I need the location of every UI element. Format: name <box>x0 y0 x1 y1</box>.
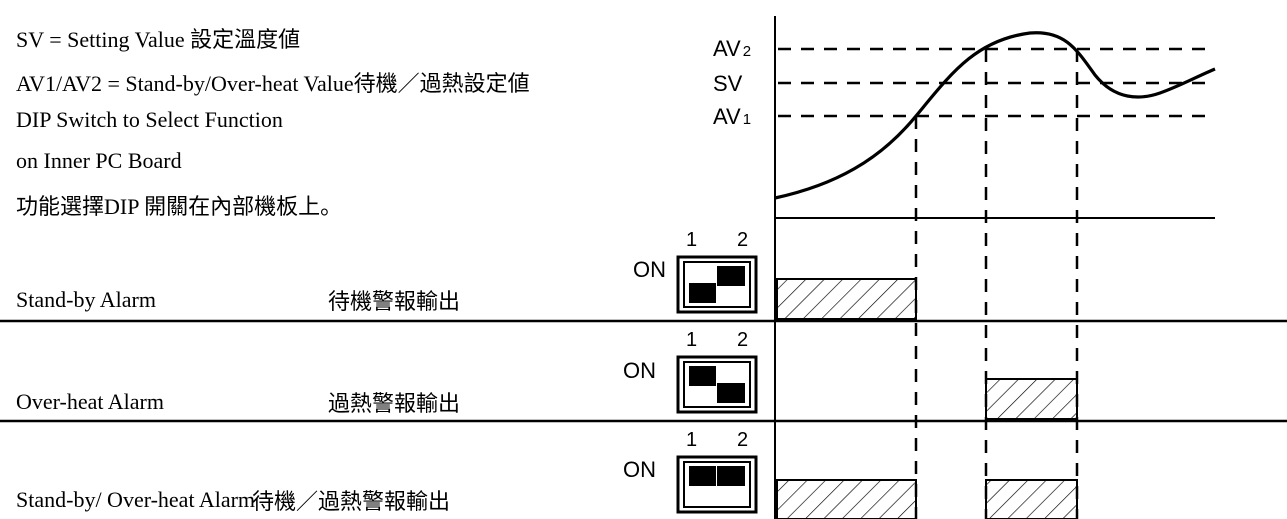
standby-alarm-block <box>776 278 917 320</box>
dip-on-label: ON <box>633 257 666 282</box>
row-label-both-zh: 待機／過熱警報輸出 <box>252 489 451 514</box>
legend-line-sv: SV = Setting Value 設定溫度値 <box>16 27 301 52</box>
row-label-standby-zh: 待機警報輸出 <box>328 289 461 314</box>
both-alarm-block-overheat <box>985 479 1078 519</box>
dip-switch-standby: 1 2 ON <box>633 229 758 314</box>
axis-label-sv: SV <box>713 71 743 96</box>
both-alarm-block-standby <box>776 479 917 519</box>
legend-line-dip: DIP Switch to Select Function <box>16 107 283 132</box>
row-label-standby: Stand-by Alarm <box>16 287 156 312</box>
legend-line-av: AV1/AV2 = Stand-by/Over-heat Value待機／過熱設… <box>16 71 530 96</box>
dip-switch-both: 1 2 ON <box>623 429 758 514</box>
dip-pin2-label: 2 <box>737 329 748 351</box>
temperature-curve <box>774 31 1216 200</box>
dip-pin2-label: 2 <box>737 429 748 451</box>
row-label-overheat-zh: 過熱警報輸出 <box>328 391 461 416</box>
legend-line-zh: 功能選擇DIP 開關在內部機板上。 <box>16 194 343 219</box>
legend-line-board: on Inner PC Board <box>16 148 182 173</box>
dip-pin1-label: 1 <box>686 329 697 351</box>
dip-on-label: ON <box>623 457 656 482</box>
row-label-both: Stand-by/ Over-heat Alarm <box>16 487 256 512</box>
dip-pin1-label: 1 <box>686 429 697 451</box>
row-label-overheat: Over-heat Alarm <box>16 389 164 414</box>
overheat-alarm-block <box>985 378 1078 420</box>
dip-switch-overheat: 1 2 ON <box>623 329 758 414</box>
dip-pin1-label: 1 <box>686 229 697 251</box>
dip-pin2-label: 2 <box>737 229 748 251</box>
dip-on-label: ON <box>623 358 656 383</box>
